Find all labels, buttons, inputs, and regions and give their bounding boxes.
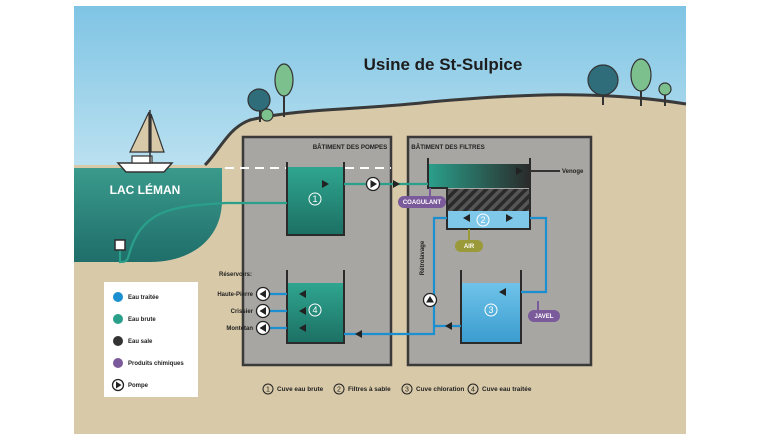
arrow-left-icon bbox=[445, 322, 452, 330]
flow-arrows bbox=[299, 167, 523, 338]
caption-3-number: 3 bbox=[405, 387, 409, 394]
caption-3-label: Cuve chloration bbox=[416, 386, 464, 393]
filtered-to-tank-3-pipe bbox=[521, 216, 548, 294]
reservoirs: Réservoirs: Haute-Pierre Crissier Montét… bbox=[217, 272, 253, 332]
tank-2-dirty-water bbox=[428, 164, 530, 188]
javel-badge bbox=[528, 310, 560, 322]
coagulant-badge bbox=[398, 196, 446, 208]
legend-label-dirty: Eau sale bbox=[128, 339, 153, 345]
tank-2-number: 2 bbox=[480, 215, 485, 225]
tank-4 bbox=[286, 270, 345, 344]
backwash-pipe bbox=[344, 216, 447, 336]
tree-icon bbox=[247, 88, 271, 112]
sailboat-icon bbox=[116, 110, 174, 173]
caption-1-label: Cuve eau brute bbox=[277, 386, 324, 393]
tank-1-number-badge bbox=[308, 192, 322, 206]
arrow-left-icon bbox=[499, 288, 506, 296]
pump-icon bbox=[422, 292, 438, 308]
caption-2-label: Filtres à sable bbox=[348, 386, 391, 393]
tree-icon bbox=[630, 58, 652, 92]
legend-label-treated: Eau traitée bbox=[128, 295, 159, 301]
legend-label-chemicals: Produits chimiques bbox=[128, 361, 184, 367]
tank-1-water bbox=[287, 167, 344, 235]
caption-4-label: Cuve eau traitée bbox=[482, 386, 532, 393]
arrow-right-icon bbox=[322, 180, 329, 188]
venoge-label: Venoge bbox=[562, 169, 584, 175]
arrow-right-icon bbox=[516, 167, 523, 175]
caption-2-badge bbox=[333, 383, 345, 395]
tank-2-sand-filter bbox=[447, 189, 530, 211]
pump-icon bbox=[255, 303, 271, 319]
caption-4-number: 4 bbox=[471, 387, 475, 394]
reservoir-montetan: Montétan bbox=[226, 326, 253, 332]
pumps bbox=[255, 176, 438, 336]
lake bbox=[74, 168, 222, 262]
legend-label-raw: Eau brute bbox=[128, 317, 156, 323]
trees-left bbox=[247, 63, 294, 122]
caption-2-number: 2 bbox=[337, 387, 341, 394]
intake-strainer bbox=[114, 239, 126, 251]
caption-4-badge bbox=[467, 383, 479, 395]
tank-3-number-badge bbox=[484, 303, 498, 317]
raw-water-pipes bbox=[118, 182, 428, 264]
arrow-left-icon bbox=[299, 307, 306, 315]
tank-3-number: 3 bbox=[488, 305, 493, 315]
treated-water-pipes bbox=[268, 216, 548, 336]
intake-pipe bbox=[118, 201, 287, 264]
legend-swatch-chemicals bbox=[113, 358, 123, 368]
air-badge bbox=[455, 240, 483, 252]
tank-1-number: 1 bbox=[312, 194, 317, 204]
legend-pump-icon bbox=[111, 378, 125, 392]
page-title: Usine de St-Sulpice bbox=[364, 55, 523, 74]
arrow-left-icon bbox=[299, 324, 306, 332]
legend-swatch-dirty bbox=[113, 336, 123, 346]
arrow-right-icon bbox=[393, 180, 400, 188]
reservoirs-header: Réservoirs: bbox=[219, 272, 252, 278]
tank-1 bbox=[286, 162, 345, 236]
caption-1-number: 1 bbox=[266, 387, 270, 394]
caption-1-badge bbox=[262, 383, 274, 395]
pump-icon bbox=[255, 286, 271, 302]
arrow-right-icon bbox=[506, 214, 513, 222]
legend: Eau traitée Eau brute Eau sale Produits … bbox=[104, 282, 198, 397]
coagulant-label: COAGULANT bbox=[403, 200, 442, 206]
tree-icon bbox=[587, 64, 619, 96]
legend-swatch-treated bbox=[113, 292, 123, 302]
tank-4-number-badge bbox=[308, 303, 322, 317]
lake-label: LAC LÉMAN bbox=[110, 182, 181, 197]
trees-right bbox=[587, 58, 672, 106]
reservoir-crissier: Crissier bbox=[231, 309, 254, 315]
hill-outline bbox=[203, 93, 687, 167]
pumps-building-label: BÂTIMENT DES POMPES bbox=[313, 144, 388, 151]
arrow-left-icon bbox=[299, 290, 306, 298]
reservoir-haute-pierre: Haute-Pierre bbox=[217, 292, 253, 298]
tank-3 bbox=[460, 270, 522, 344]
tank-2-number-badge bbox=[476, 213, 490, 227]
legend-label-pump: Pompe bbox=[128, 383, 149, 389]
javel-label: JAVEL bbox=[535, 314, 554, 320]
pump-icon bbox=[365, 176, 381, 192]
caption-3-badge bbox=[401, 383, 413, 395]
tank-3-water bbox=[461, 283, 521, 343]
tank-4-number: 4 bbox=[312, 305, 317, 315]
tree-icon bbox=[274, 63, 294, 97]
tree-icon bbox=[260, 108, 274, 122]
pump-icon bbox=[255, 320, 271, 336]
arrow-left-icon bbox=[463, 214, 470, 222]
tank-captions: 1 Cuve eau brute 2 Filtres à sable 3 Cuv… bbox=[262, 383, 532, 395]
air-label: AIR bbox=[464, 244, 475, 250]
backwash-label: Rétrolavage bbox=[420, 240, 426, 275]
tank-4-water bbox=[287, 283, 344, 343]
filters-building-label: BÂTIMENT DES FILTRES bbox=[411, 144, 484, 151]
arrow-left-icon bbox=[355, 330, 362, 338]
tree-icon bbox=[658, 82, 672, 96]
legend-swatch-raw bbox=[113, 314, 123, 324]
